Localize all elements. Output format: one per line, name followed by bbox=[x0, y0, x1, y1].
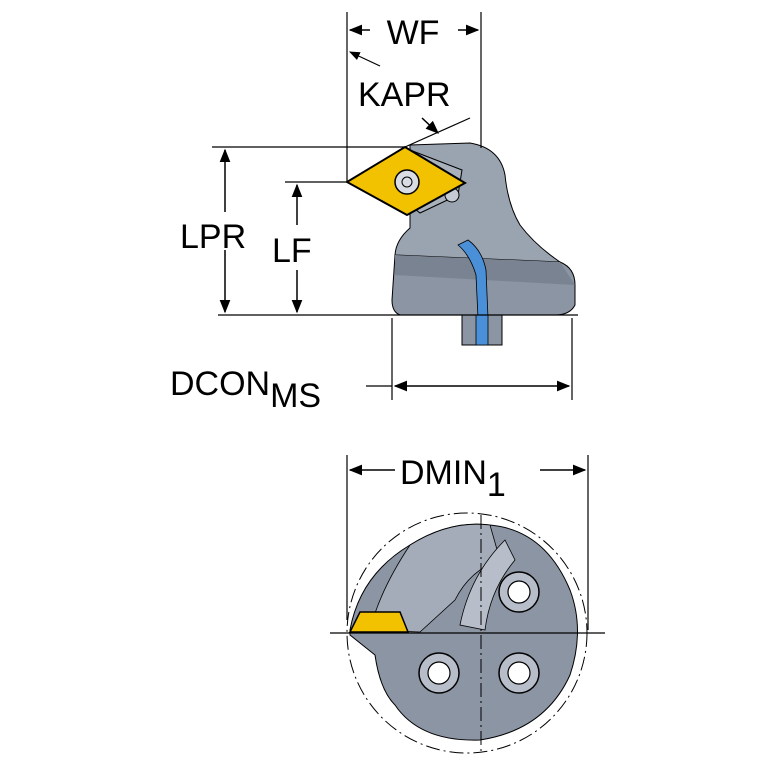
coupling-coolant bbox=[475, 314, 489, 346]
lf-label: LF bbox=[272, 232, 312, 270]
dcon-label: DCONMS bbox=[170, 365, 321, 415]
end-body-shade bbox=[369, 523, 501, 633]
side-view: WF KAPR LPR LF DCONMS bbox=[170, 12, 578, 415]
insert-screw-center bbox=[401, 176, 413, 188]
dmin-label: DMIN1 bbox=[400, 454, 506, 504]
kapr-label: KAPR bbox=[358, 76, 451, 114]
end-view: DMIN1 bbox=[330, 454, 605, 754]
end-chip-flute bbox=[459, 539, 516, 631]
insert-screw bbox=[394, 169, 420, 195]
wf-label: WF bbox=[387, 14, 440, 52]
end-insert bbox=[348, 611, 410, 633]
mount-holes bbox=[418, 571, 540, 694]
lpr-label: LPR bbox=[180, 218, 246, 256]
